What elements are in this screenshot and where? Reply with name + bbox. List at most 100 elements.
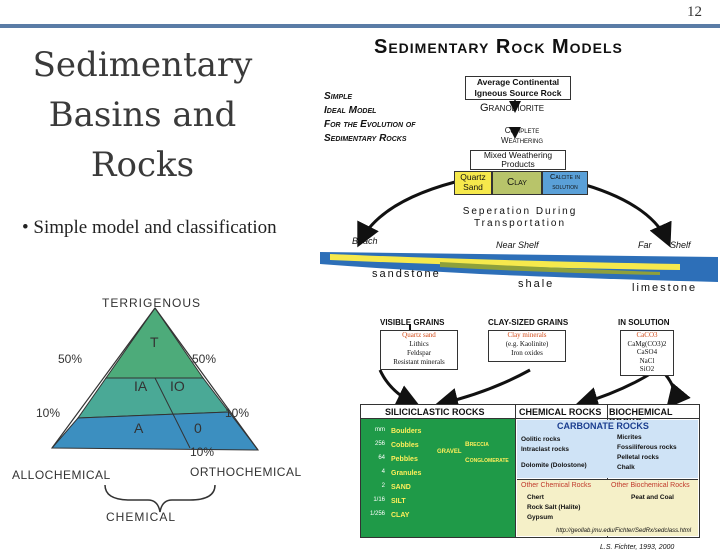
other-bio-peat: Peat and Coal xyxy=(631,494,674,501)
clastic-row-silt: SILT xyxy=(391,498,406,505)
size-ticks: mm 256 64 4 2 1/16 1/256 xyxy=(363,423,385,521)
clastic-row-sand: SAND xyxy=(391,484,411,491)
zone-label-IA: IA xyxy=(134,378,148,394)
bio-item-pelletal: Pelletal rocks xyxy=(617,454,659,461)
in-solution-box: CaCO3 CaMg(CO3)2 CaSO4 NaCl SiO2 xyxy=(620,330,674,376)
visible-item-4: Resistant minerals xyxy=(393,358,445,366)
table-divider-1 xyxy=(515,405,516,537)
zone-label-T: T xyxy=(150,334,159,350)
source-rock-box: Average Continental Igneous Source Rock xyxy=(465,76,571,100)
clay-item-2: (e.g. Kaolinite) xyxy=(505,340,549,348)
visible-grains-title: VISIBLE GRAINS xyxy=(380,318,445,327)
clastic-row-clay: CLAY xyxy=(391,512,410,519)
chem-item-intraclast: Intraclast rocks xyxy=(521,446,570,453)
label-bottom-10: 10% xyxy=(190,445,215,459)
divider-line-1 xyxy=(154,377,176,419)
zone-label-IO: IO xyxy=(170,378,185,394)
other-chem-chert: Chert xyxy=(527,494,544,501)
siliciclastic-panel xyxy=(361,419,515,537)
title-line-2: Basins and xyxy=(48,95,237,135)
triangle-edge-right xyxy=(154,307,259,451)
solution-item-5: SiO2 xyxy=(639,365,655,373)
credit-text: L.S. Fichter, 1993, 2000 xyxy=(600,544,675,551)
zone-label-O: 0 xyxy=(194,420,202,436)
bio-items: Micrites Fossiliferous rocks Pelletal ro… xyxy=(617,433,677,473)
in-solution-title: IN SOLUTION xyxy=(618,318,670,327)
title-line-1: Sedimentary xyxy=(32,45,253,85)
rock-models-diagram: Sedimentary Rock Models Simple Ideal Mod… xyxy=(320,32,718,551)
far-label: Far xyxy=(638,240,652,250)
mixed-products-box: Mixed Weathering Products xyxy=(470,150,566,170)
gravel-label: GRAVEL xyxy=(437,449,462,455)
side-note-line-3: For the Evolution of xyxy=(324,119,416,130)
page-number: 12 xyxy=(687,4,702,20)
label-left-50: 50% xyxy=(58,352,83,366)
bullet-icon: • xyxy=(22,217,29,238)
chem-items: Oolitic rocks Intraclast rocks Dolomite … xyxy=(521,435,587,471)
size-tick-2: 2 xyxy=(381,483,385,489)
other-bio-header: Other Biochemical Rocks xyxy=(611,482,690,489)
other-bio-items: Peat and Coal xyxy=(631,493,674,503)
limestone-label: limestone xyxy=(632,282,698,294)
table-header-line xyxy=(361,418,699,419)
near-shelf-label: Near Shelf xyxy=(496,240,539,250)
beach-label: Beach xyxy=(352,236,378,246)
weathering-label: Complete Weathering xyxy=(500,126,544,145)
carbonate-panel xyxy=(517,420,698,478)
classification-table: SILICICLASTIC ROCKS CHEMICAL ROCKS BIOCH… xyxy=(360,404,700,538)
label-allochemical: ALLOCHEMICAL xyxy=(12,468,111,482)
arrow-clay-to-siliciclastic xyxy=(434,368,531,412)
triangle-diagram: TERRIGENOUS 50% 50% 10% 10% 10% T IA IO … xyxy=(10,290,310,535)
granodiorite-label: Granodiorite xyxy=(480,102,545,114)
size-tick-1-16: 1/16 xyxy=(373,497,385,503)
label-orthochemical: ORTHOCHEMICAL xyxy=(190,465,302,479)
label-right-10: 10% xyxy=(225,406,250,420)
side-note: Simple Ideal Model For the Evolution of … xyxy=(324,90,444,146)
arrow-solution-to-chemical xyxy=(574,372,651,411)
zone-label-A: A xyxy=(134,420,144,436)
bullet-point: • Simple model and classification xyxy=(22,214,282,241)
clastic-row-granules: Granules xyxy=(391,470,422,477)
size-tick-mm: mm xyxy=(375,427,385,433)
visible-item-1: Quartz sand xyxy=(402,331,436,339)
visible-item-2: Lithics xyxy=(409,340,429,348)
breccia-label: Breccia xyxy=(465,441,489,448)
divider-line-2 xyxy=(174,417,191,449)
shelf-label: Shelf xyxy=(670,240,691,250)
models-svg xyxy=(320,100,718,412)
visible-item-3: Feldspar xyxy=(406,349,432,357)
label-chemical: CHEMICAL xyxy=(106,510,177,524)
arrow-solution-to-biochem xyxy=(663,373,691,409)
carbonate-header: CARBONATE ROCKS xyxy=(557,421,649,431)
zone-mixed xyxy=(77,377,230,419)
clay-box: Clay xyxy=(492,171,542,195)
shale-label: shale xyxy=(518,278,555,290)
solution-item-3: CaSO4 xyxy=(636,348,658,356)
source-url: http://geollab.jmu.edu/Fichter/SedRx/sed… xyxy=(556,528,692,534)
bio-item-fossiliferous: Fossiliferous rocks xyxy=(617,444,677,451)
arrow-to-shelf xyxy=(574,180,672,248)
title-line-3: Rocks xyxy=(90,145,195,185)
side-note-line-1: Simple xyxy=(324,91,353,102)
arrow-to-beach xyxy=(357,180,456,248)
side-note-line-4: Sedimentary Rocks xyxy=(324,133,407,144)
label-left-10: 10% xyxy=(36,406,61,420)
header-accent-bar xyxy=(0,24,720,28)
clay-grains-box: Clay minerals (e.g. Kaolinite) Iron oxid… xyxy=(488,330,566,362)
clastic-row-boulders: Boulders xyxy=(391,428,422,435)
other-rocks-panel xyxy=(517,480,698,536)
arrow-to-siliciclastic xyxy=(378,369,421,408)
bio-item-chalk: Chalk xyxy=(617,464,635,471)
siliciclastic-header: SILICICLASTIC ROCKS xyxy=(385,407,485,417)
chemical-brace xyxy=(104,484,216,513)
label-terrigenous: TERRIGENOUS xyxy=(102,296,202,310)
chem-lower-line xyxy=(517,479,698,480)
label-right-50: 50% xyxy=(192,352,217,366)
other-chem-salt: Rock Salt (Halite) xyxy=(527,504,581,511)
shale-layer xyxy=(440,262,660,275)
other-chem-header: Other Chemical Rocks xyxy=(521,482,592,489)
bullet-text: Simple model and classification xyxy=(33,217,277,238)
triangle-svg xyxy=(50,307,260,513)
sandstone-label: sandstone xyxy=(372,268,441,280)
size-tick-4: 4 xyxy=(381,469,385,475)
